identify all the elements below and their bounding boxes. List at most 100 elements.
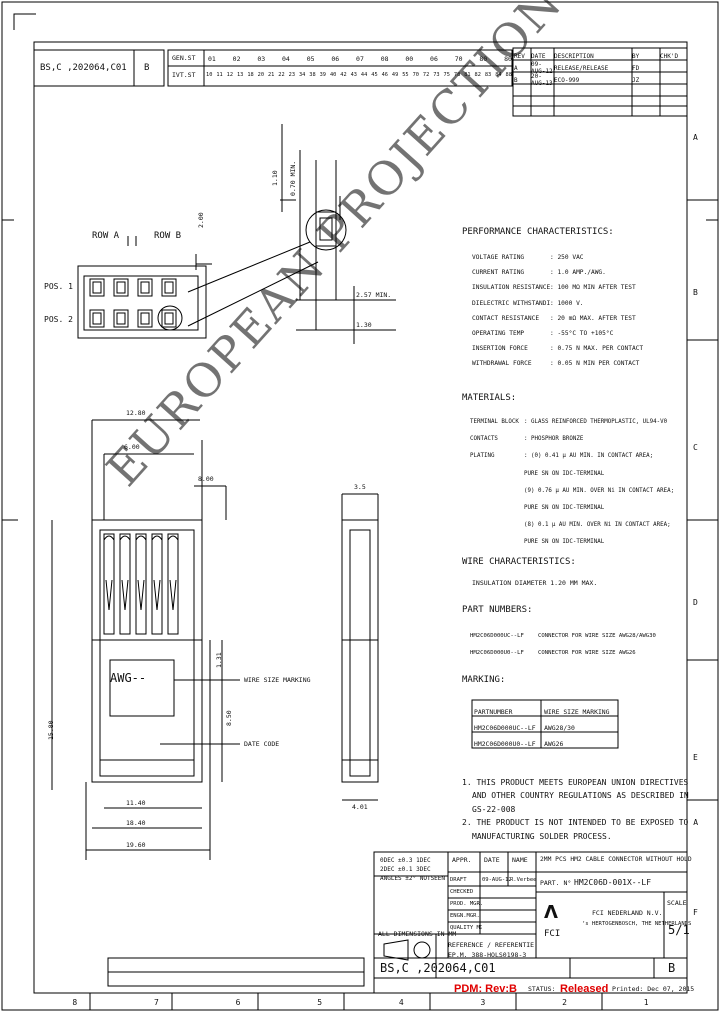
materials-title: MATERIALS: [462,393,517,403]
dim-600: 6.00 [124,443,140,451]
scale-label: SCALE [667,899,687,907]
note-line: MANUFACTURING SOLDER PROCESS. [472,831,612,841]
approval-name [510,910,536,922]
material-value: : (0) 0.41 μ AU MIN. IN CONTACT AREA; [524,453,654,460]
performance-item: WITHDRAWAL FORCE : 0.05 N MIN PER CONTACT [472,356,643,371]
series-cell: 80 [504,55,512,63]
revision-header-cell: CHK'D [660,52,679,60]
series-cell: 44 [360,72,368,78]
awg-marking: AWG-- [110,671,147,685]
series-cell: 06 [430,55,438,63]
row-a-label: ROW A [92,231,120,241]
material-value: : PHOSPHOR BRONZE [524,436,584,443]
wire-size-callout: WIRE SIZE MARKING [244,676,311,684]
note-line: AND OTHER COUNTRY REGULATIONS AS DESCRIB… [472,791,689,801]
approval-name [510,898,536,910]
reference-label: REFERENCE / REFERENTIE [448,941,535,949]
performance-item: DIELECTRIC WITHSTANDING VOLTAGE: 1000 V. [472,296,643,311]
row-b-label: ROW B [154,231,182,241]
performance-label: DIELECTRIC WITHSTANDING VOLTAGE [472,299,550,307]
series-cell: 84 [495,72,502,78]
approval-date [482,910,510,922]
performance-item: OPERATING TEMP: -55°C TO +105°C [472,326,643,341]
series-cell: 06 [331,55,340,63]
series-cell: 39 [319,72,326,78]
material-item: PURE SN ON IDC-TERMINAL [470,534,674,551]
performance-label: WITHDRAWAL FORCE [472,360,532,368]
series-cell: 18 [247,72,254,78]
material-item: PURE SN ON IDC-TERMINAL [470,500,674,517]
sheet-letter: B [144,63,150,73]
series-cell: 49 [391,72,399,78]
series-cell: 02 [232,55,241,63]
series-cell: 07 [356,55,364,63]
series-cell: 70 [454,55,463,63]
dim-1340: 1.31 [215,652,223,668]
marking-cell: AWG28/30 [544,724,575,732]
pos2-label: POS. 2 [44,315,73,324]
series-cell: 04 [282,55,290,63]
series-cell: 88 [505,72,512,78]
appr-label: APPR. [452,856,472,864]
performance-value: : -55°C TO +105°C [550,330,614,338]
series-cell: 03 [257,55,266,63]
dim-pitch-v: 1.10 [271,170,279,186]
connector-front-view [77,236,319,339]
series-row2-label: IVT.ST [172,71,196,79]
performance-item: CONTACT RESISTANCE: 20 mΩ MAX. AFTER TES… [472,311,643,326]
dim-850: 8.50 [225,710,233,726]
series-cell: 13 [236,72,244,78]
dim-min2: 2.57 MIN. [356,291,392,299]
dim-min-len: 0.70 MIN. [289,160,297,196]
approval-date [482,922,510,934]
marking-cell: AWG26 [544,740,564,748]
revision-header-cell: BY [632,52,640,60]
tolerance-line: ANGLES ±2° NOTSEEN [380,875,446,882]
material-label [470,517,524,534]
series-cell: 78 [453,72,461,78]
dim-1280: 12.80 [126,409,146,417]
materials-list: TERMINAL BLOCK: GLASS REINFORCED THERMOP… [470,414,674,552]
connector-side-view [341,493,379,801]
approval-name [510,886,536,898]
part-number: HM2C06D000UC--LF [470,633,524,639]
footer-sheet: B [668,961,676,975]
material-value: PURE SN ON IDC-TERMINAL [524,470,605,477]
series-cell: 20 [257,72,265,78]
material-value: PURE SN ON IDC-TERMINAL [524,505,605,512]
fci-logo-icon: Λ [544,902,558,923]
series-cell: 22 [278,72,285,78]
revision-cell: FD [632,64,640,72]
contact-detail [280,124,396,344]
series-row1-label: GEN.ST [172,54,196,62]
material-value: (9) 0.76 μ AU MIN. OVER Ni IN CONTACT AR… [524,487,675,494]
pos1-label: POS. 1 [44,282,73,291]
material-label [470,500,524,517]
material-item: TERMINAL BLOCK: GLASS REINFORCED THERMOP… [470,414,674,431]
wire-title: WIRE CHARACTERISTICS: [462,557,576,567]
performance-value: : 20 mΩ MAX. AFTER TEST [550,314,636,322]
performance-value: : 1.0 AMP./AWG. [550,269,606,277]
performance-value: : 0.05 N MIN PER CONTACT [550,360,640,368]
marking-row: HM2C06D000UC--LF AWG28/30 [472,720,618,736]
marking-cell: HM2C06D000UC--LF [474,724,536,732]
approval-date [482,886,510,898]
material-label [470,483,524,500]
dim-130: 1.30 [356,321,372,329]
dim-pitch-h: 2.00 [197,212,205,228]
dim-1840: 18.40 [126,819,146,827]
series-cell: 83 [484,72,492,78]
material-value: PURE SN ON IDC-TERMINAL [524,539,605,546]
material-label: PLATING [470,453,495,460]
border-letter: E [693,753,698,762]
performance-value: : 1000 V. [550,299,584,307]
revision-header-cell: REV [514,52,525,60]
border-letter: B [693,288,698,297]
approval-name [510,922,536,934]
material-item: (8) 0.1 μ AU MIN. OVER Ni IN CONTACT ARE… [470,517,674,534]
approval-role: ENGN.MGR. [450,913,480,919]
